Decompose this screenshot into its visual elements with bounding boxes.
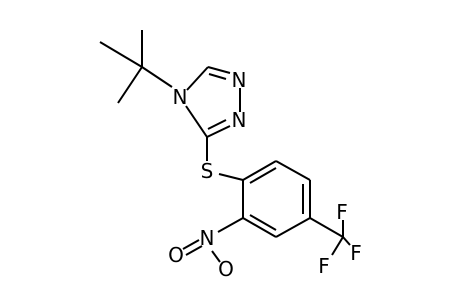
bond-ar-c6-n-nitro	[217, 217, 244, 233]
bond-ar-c2-c3	[275, 160, 311, 181]
triazole-ring	[185, 66, 241, 138]
bond-n2-c3	[206, 125, 231, 138]
atom-n2-label: N	[232, 108, 247, 132]
bond-c-tbu-n4	[141, 66, 173, 88]
bond-ar-c4-cf3	[309, 217, 344, 238]
atom-n-nitro-label: N	[200, 226, 215, 250]
atom-o1-label: O	[168, 243, 184, 267]
bond-ar-inner-3	[249, 214, 277, 231]
bond-c3-n4	[185, 105, 208, 138]
tert-butyl-group	[99, 30, 173, 104]
bond-ar-c5-c6	[242, 217, 277, 238]
bond-n-o-upper-double	[185, 245, 203, 256]
bond-c5-n1	[207, 66, 231, 74]
bond-cf3-f-right	[342, 236, 351, 246]
bond-n2-c3-double	[207, 119, 227, 130]
atom-f1-label: F	[336, 200, 348, 224]
atom-o2-label: O	[218, 257, 234, 281]
benzene-ring	[242, 160, 311, 238]
bond-n-o-upper	[182, 239, 200, 250]
atom-labels: N N N S N O O F F F	[168, 68, 362, 281]
bond-cf3-f-bottom	[331, 236, 344, 256]
bond-ar-c1-c2	[242, 160, 277, 181]
atom-n1-label: N	[232, 68, 247, 92]
bond-c5-n1-double	[208, 73, 227, 80]
bond-c-tbu-methyl-lower	[117, 66, 143, 104]
bond-ar-c4-c5	[275, 217, 311, 238]
trifluoromethyl-group	[309, 217, 351, 256]
atom-s-label: S	[201, 159, 214, 183]
bond-s-c1-aryl	[218, 173, 244, 181]
bond-n-o-lower	[211, 250, 221, 263]
bond-ar-inner-1	[249, 167, 277, 184]
atom-f3-label: F	[318, 254, 330, 278]
nitro-group	[182, 217, 244, 263]
bond-n4-c5	[186, 66, 209, 91]
atom-n4-label: N	[173, 85, 188, 109]
atom-f2-label: F	[350, 241, 362, 265]
bond-c-tbu-methyl-left	[99, 41, 143, 68]
thioether-link	[206, 137, 244, 181]
